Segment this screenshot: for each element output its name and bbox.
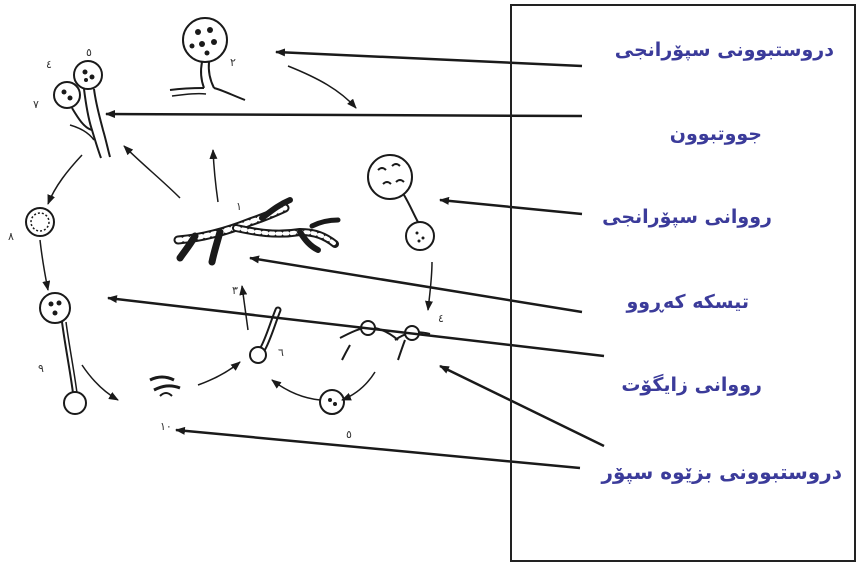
label-zygote-germination: رووانی زایگۆت	[621, 374, 762, 396]
released-spores	[149, 375, 181, 397]
label-sporangium-formation: دروستبوونی سپۆرانجی	[614, 39, 834, 61]
top-sporangium	[169, 17, 246, 101]
stage-number: ٣	[232, 284, 238, 297]
label-panel: دروستبوونی سپۆرانجی جووتبوون رووانی سپۆر…	[510, 4, 856, 562]
stage-number: ٨	[8, 230, 14, 243]
right-sporangium	[367, 154, 435, 251]
mycelium	[173, 197, 341, 266]
label-conjugation: جووتبوون	[669, 123, 762, 145]
stage-number: ١	[236, 200, 242, 213]
stage-number: ٤	[438, 312, 444, 325]
stage-number: ٦	[278, 346, 284, 359]
zygospore-left	[25, 207, 55, 237]
stage-number: ٥	[346, 428, 352, 441]
pointer-arrows	[105, 48, 605, 470]
stage-number: ٩	[38, 362, 44, 375]
stage-number: ١٠	[160, 420, 172, 433]
label-asexual-spore-formation: دروستبوونی بزێوە سپۆر	[601, 460, 842, 484]
spore-bottom	[319, 389, 345, 415]
conjugation-structure	[53, 60, 111, 159]
stage-number: ٢	[230, 56, 236, 69]
germinating-zygote	[39, 292, 87, 415]
germinating-spore-tube	[249, 306, 282, 364]
cycle-arrows	[39, 65, 433, 401]
stage-number: ٥	[86, 46, 92, 59]
label-mycelium: تیسکە کەڕوو	[626, 291, 749, 313]
stage-number: ٤	[46, 58, 52, 71]
label-sporangium-germination: رووانی سپۆرانجی	[602, 206, 772, 228]
stage-number: ٧	[33, 98, 39, 111]
